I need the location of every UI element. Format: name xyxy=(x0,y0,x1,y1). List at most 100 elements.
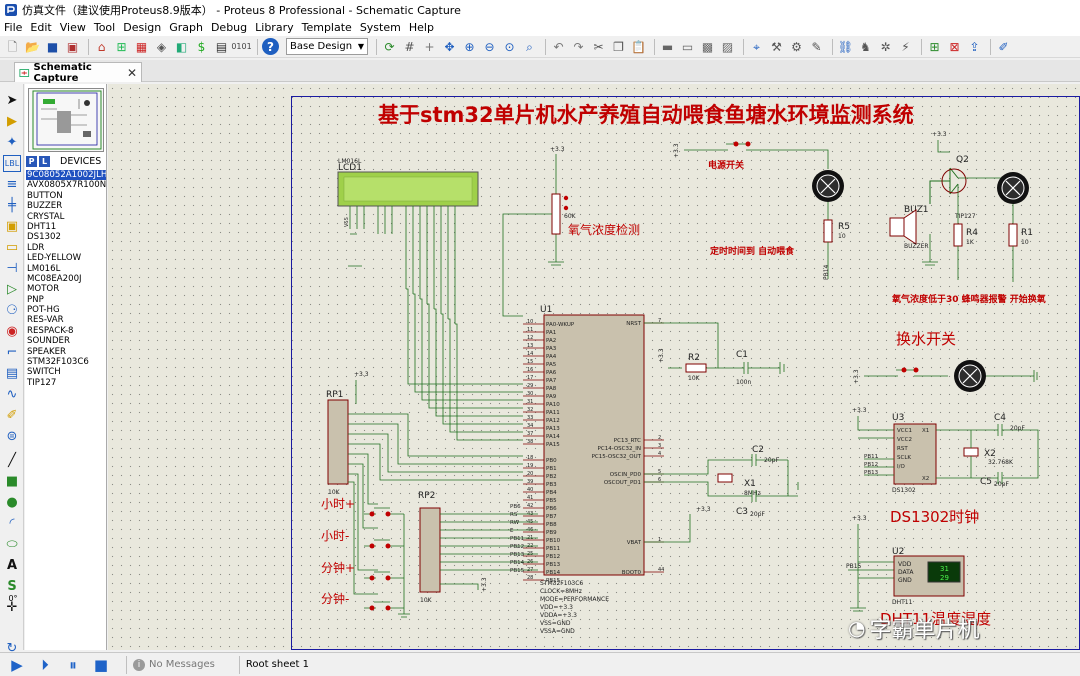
resistor-pack-rp2[interactable]: RP2 10K +3.3 PB6RSRWEPB11PB12PB13PB14PB1… xyxy=(418,491,538,604)
property-tool-icon[interactable]: ✲ xyxy=(880,39,891,54)
virtual-instrument-icon[interactable]: ▤ xyxy=(5,366,19,381)
undo-icon[interactable]: ↶ xyxy=(553,39,564,54)
schematic-icon[interactable]: ⊞ xyxy=(116,39,127,54)
device-item[interactable]: SWITCH xyxy=(27,367,61,378)
hour-plus-button[interactable]: 小时+ xyxy=(321,497,404,517)
electrical-rule-icon[interactable]: ⚡ xyxy=(901,39,910,54)
menu-template[interactable]: Template xyxy=(301,21,352,34)
menu-system[interactable]: System xyxy=(359,21,401,34)
lcd-display[interactable]: LM016L LCD1 VSS xyxy=(337,158,479,324)
search-tag-icon[interactable]: ♞ xyxy=(860,39,871,54)
new-file-icon[interactable]: 🗋 xyxy=(7,39,18,54)
menu-design[interactable]: Design xyxy=(123,21,162,34)
power-switch[interactable]: +3.3 电源开关 xyxy=(673,141,829,172)
device-item[interactable]: MOTOR xyxy=(27,284,60,295)
component-mode-icon[interactable]: ▶ xyxy=(7,114,17,129)
rotate-cw-icon[interactable]: ↻ xyxy=(6,641,18,656)
device-item[interactable]: PNP xyxy=(27,294,44,305)
device-item[interactable]: LED-YELLOW xyxy=(27,253,82,264)
arc-tool-icon[interactable]: ◜ xyxy=(9,516,15,531)
path-tool-icon[interactable]: ⬭ xyxy=(6,537,18,552)
device-item[interactable]: CRYSTAL xyxy=(27,211,65,222)
probe-icon[interactable]: ✐ xyxy=(6,408,18,423)
menu-file[interactable]: File xyxy=(4,21,23,34)
device-item[interactable]: POT-HG xyxy=(27,305,60,316)
device-item[interactable]: AVX0805X7R100N xyxy=(27,180,106,191)
make-device-icon[interactable]: ⚒ xyxy=(771,39,782,54)
device-item[interactable]: SOUNDER xyxy=(27,336,70,347)
close-tab-icon[interactable]: ✕ xyxy=(126,65,137,80)
refresh-icon[interactable]: ⟳ xyxy=(384,39,395,54)
tab-schematic-capture[interactable]: Schematic Capture ✕ xyxy=(14,62,142,84)
voltage-probe-icon[interactable]: ⌐ xyxy=(6,345,18,360)
bom-icon[interactable]: $ xyxy=(197,39,206,54)
bus-mode-icon[interactable]: ╪ xyxy=(8,198,16,213)
meter-icon[interactable]: ⊜ xyxy=(6,429,18,444)
device-item[interactable]: LM016L xyxy=(27,263,61,274)
alarm-circuit[interactable]: +3.3 Q2 TIP127 R4 1K BUZ1 BUZZER R1 10 氧… xyxy=(889,131,1046,305)
device-pin-mode-icon[interactable]: ⊣ xyxy=(6,261,18,276)
play-icon[interactable]: ▶ xyxy=(11,655,23,674)
binary-icon[interactable]: 0101 xyxy=(231,41,252,51)
menu-debug[interactable]: Debug xyxy=(210,21,248,34)
minute-plus-button[interactable]: 分钟+ xyxy=(321,560,404,581)
menu-view[interactable]: View xyxy=(59,21,86,34)
reset-circuit[interactable]: +3.3 R2 10K C1 100n xyxy=(644,322,785,386)
hour-minus-button[interactable]: 小时- xyxy=(321,529,404,549)
junction-mode-icon[interactable]: ✦ xyxy=(6,135,18,150)
source-code-icon[interactable]: ▤ xyxy=(215,39,228,54)
pcb-layout-icon[interactable]: ▦ xyxy=(135,39,148,54)
device-item[interactable]: STM32F103C6 xyxy=(27,357,89,368)
ds1302-rtc[interactable]: U3 +3.3 VCC1VCC2RSTSCLKI/OX1X2PB11PB12PB… xyxy=(852,407,1039,526)
tape-recorder-icon[interactable]: ⚆ xyxy=(6,303,18,318)
cut-icon[interactable]: ✂ xyxy=(593,39,604,54)
zoom-area-icon[interactable]: ⌕ xyxy=(526,39,533,54)
block-rotate-icon[interactable]: ▩ xyxy=(701,39,714,54)
close-project-icon[interactable]: ▣ xyxy=(66,39,79,54)
new-sheet-icon[interactable]: ⊞ xyxy=(929,39,940,54)
exit-to-parent-icon[interactable]: ⇪ xyxy=(969,39,980,54)
decompose-icon[interactable]: ✎ xyxy=(811,39,822,54)
device-item[interactable]: DHT11 xyxy=(27,221,57,232)
pause-icon[interactable]: ⏸ xyxy=(69,655,77,674)
grid-icon[interactable]: # xyxy=(404,39,415,54)
text-tool-icon[interactable]: A xyxy=(6,558,18,573)
oxygen-potentiometer[interactable]: +3.3 60K 氧气浓度检测 xyxy=(502,146,640,317)
open-folder-icon[interactable]: 📂 xyxy=(25,39,40,54)
terminal-mode-icon[interactable]: ▭ xyxy=(5,240,19,255)
device-item[interactable]: BUTTON xyxy=(27,190,63,201)
menu-edit[interactable]: Edit xyxy=(30,21,52,34)
packaging-tool-icon[interactable]: ⚙ xyxy=(791,39,802,54)
stm32-mcu[interactable]: U1 PA0-WKUP10PA111PA212PA313PA414PA515PA… xyxy=(523,305,664,635)
block-move-icon[interactable]: ▭ xyxy=(681,39,694,54)
wire-label-mode-icon[interactable]: LBL xyxy=(3,155,21,172)
symbol-tool-icon[interactable]: S xyxy=(7,579,17,594)
menu-help[interactable]: Help xyxy=(408,21,434,34)
save-icon[interactable]: ■ xyxy=(46,39,59,54)
feeder-motor[interactable]: R5 10 PB14 定时时间到 自动喂食 xyxy=(709,170,850,280)
box-tool-icon[interactable]: ■ xyxy=(5,474,19,489)
zoom-in-icon[interactable]: ⊕ xyxy=(464,39,475,54)
selection-mode-icon[interactable]: ➤ xyxy=(6,93,18,108)
zoom-all-icon[interactable]: ⊙ xyxy=(504,39,515,54)
origin-icon[interactable]: + xyxy=(424,39,435,54)
graph-mode-icon[interactable]: ▷ xyxy=(7,282,17,297)
resistor-pack-rp1[interactable]: RP1 +3.3 10K xyxy=(326,371,523,595)
pan-icon[interactable]: ✥ xyxy=(444,39,455,54)
block-delete-icon[interactable]: ▨ xyxy=(721,39,734,54)
block-copy-icon[interactable]: ▬ xyxy=(661,39,674,54)
message-indicator[interactable]: i No Messages xyxy=(133,658,215,671)
oscilloscope-icon[interactable]: ∿ xyxy=(6,387,18,402)
schematic-canvas[interactable]: 基于stm32单片机水产养殖自动喂食鱼塘水环境监测系统 LM016L LCD1 … xyxy=(108,84,1080,650)
3d-view-icon[interactable]: ◈ xyxy=(156,39,167,54)
step-icon[interactable]: ⏵ xyxy=(41,655,49,674)
device-item[interactable]: BUZZER xyxy=(27,201,63,212)
device-item[interactable]: 9C08052A1002JLH xyxy=(26,170,106,181)
zoom-out-icon[interactable]: ⊖ xyxy=(484,39,495,54)
circle-tool-icon[interactable]: ● xyxy=(6,495,18,510)
pick-device-icon[interactable]: ⌖ xyxy=(753,39,760,54)
redo-icon[interactable]: ↷ xyxy=(573,39,584,54)
main-crystal-circuit[interactable]: X1 8MHz C2 20pF C3 20pF +3.3 xyxy=(644,445,799,543)
device-item[interactable]: LDR xyxy=(27,242,45,253)
marker-tool-icon[interactable]: ✛ xyxy=(6,600,18,615)
